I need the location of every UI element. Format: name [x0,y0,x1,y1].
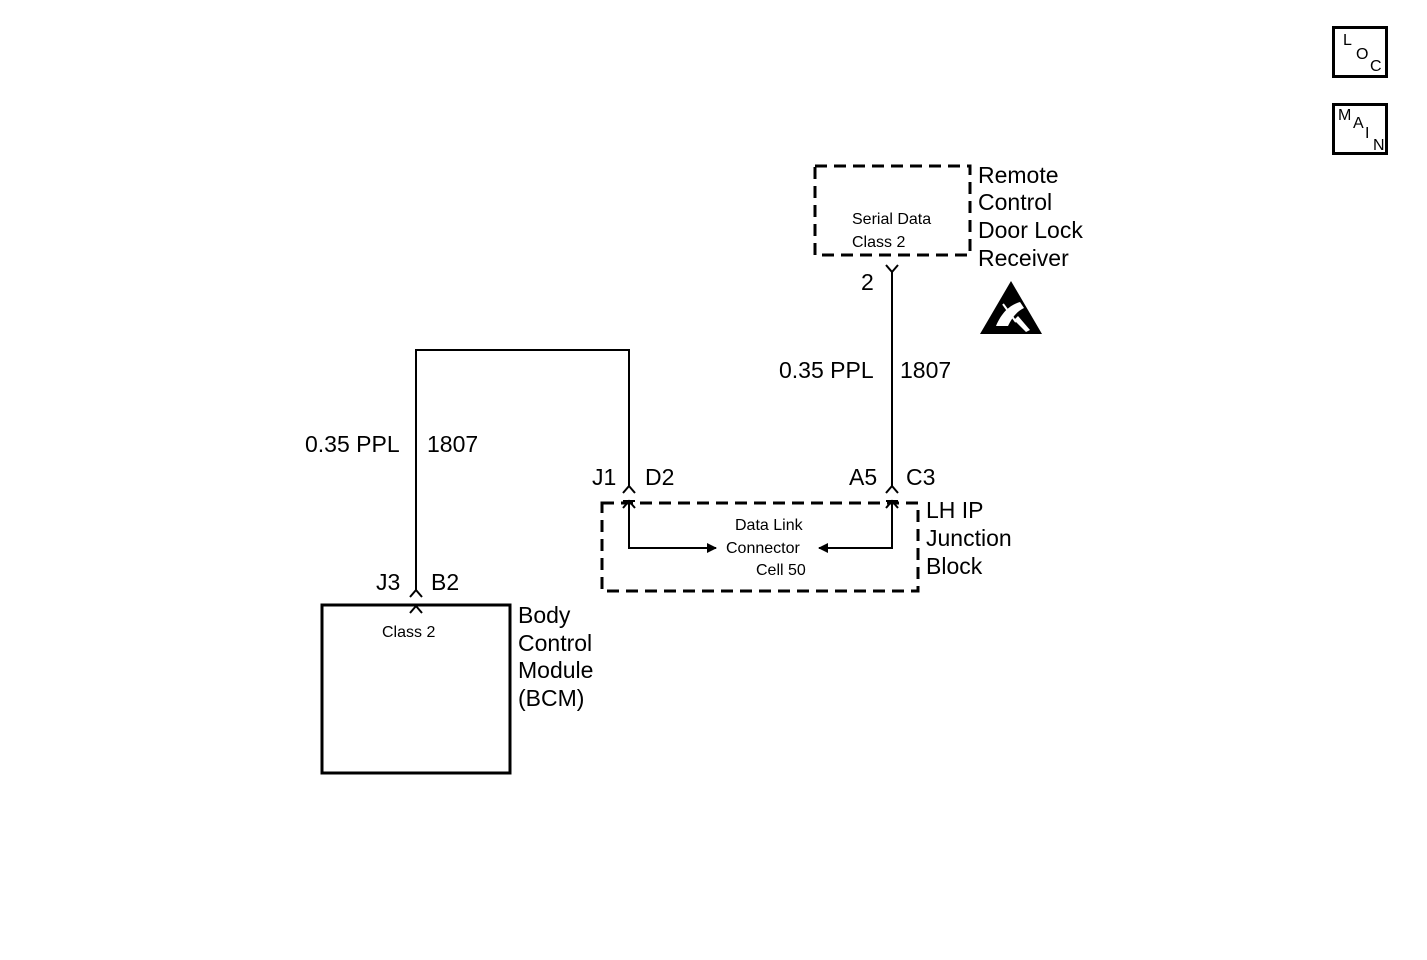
bcm-connector-symbol [409,588,423,598]
main-button[interactable]: M A I N [1332,103,1388,155]
junction-name-line2: Junction [926,525,1012,551]
esd-sensitive-warning-icon [980,281,1042,334]
receiver-name-line4: Receiver [978,245,1069,271]
loc-button[interactable]: L O C [1332,26,1388,78]
bcm-name-line2: Control [518,630,592,656]
bcm-name-line4: (BCM) [518,685,584,711]
receiver-name-line1: Remote [978,162,1059,188]
junction-left-connector-symbol [622,484,636,494]
junction-right-conn-label: A5 [849,464,877,490]
main-letter-m: M [1338,107,1352,124]
junction-left-conn-label: J1 [592,464,616,490]
loc-letter-c: C [1370,58,1382,75]
bcm-name-line1: Body [518,602,571,628]
junction-name-line3: Block [926,553,983,579]
receiver-box [813,164,972,257]
loc-letter-o: O [1356,46,1369,63]
bcm-box [320,603,512,775]
dlc-right-lead [818,501,893,553]
loc-letter-l: L [1343,32,1352,49]
receiver-pin-label: 2 [861,269,874,295]
bcm-pin-label: B2 [431,569,459,595]
receiver-pin-symbol [885,264,899,274]
bcm-name-line3: Module [518,657,593,683]
upper-wire-gauge: 0.35 PPL [779,357,874,383]
junction-name-line1: LH IP [926,497,984,523]
receiver-name-line2: Control [978,189,1052,215]
dlc-label-line2: Connector [726,540,800,557]
main-letter-i: I [1365,125,1370,142]
dlc-label-line3: Cell 50 [756,562,806,579]
main-letter-n: N [1373,137,1385,154]
receiver-name-line3: Door Lock [978,217,1083,243]
bcm-inner-label: Class 2 [382,624,435,641]
receiver-inner-line1: Serial Data [852,211,931,228]
junction-block-box [600,501,920,593]
junction-right-connector-symbol [885,484,899,494]
junction-right-pin-label: C3 [906,464,935,490]
dlc-label-line1: Data Link [735,517,804,534]
dlc-left-lead [628,501,717,553]
left-wire-gauge: 0.35 PPL [305,431,400,457]
bcm-conn-label: J3 [376,569,400,595]
wire-junction-to-bcm [415,349,630,590]
upper-wire-circuit: 1807 [900,357,951,383]
main-letter-a: A [1353,115,1364,132]
receiver-inner-line2: Class 2 [852,234,905,251]
left-wire-circuit: 1807 [427,431,478,457]
junction-left-pin-label: D2 [645,464,674,490]
bcm-inner-symbol [409,604,423,614]
